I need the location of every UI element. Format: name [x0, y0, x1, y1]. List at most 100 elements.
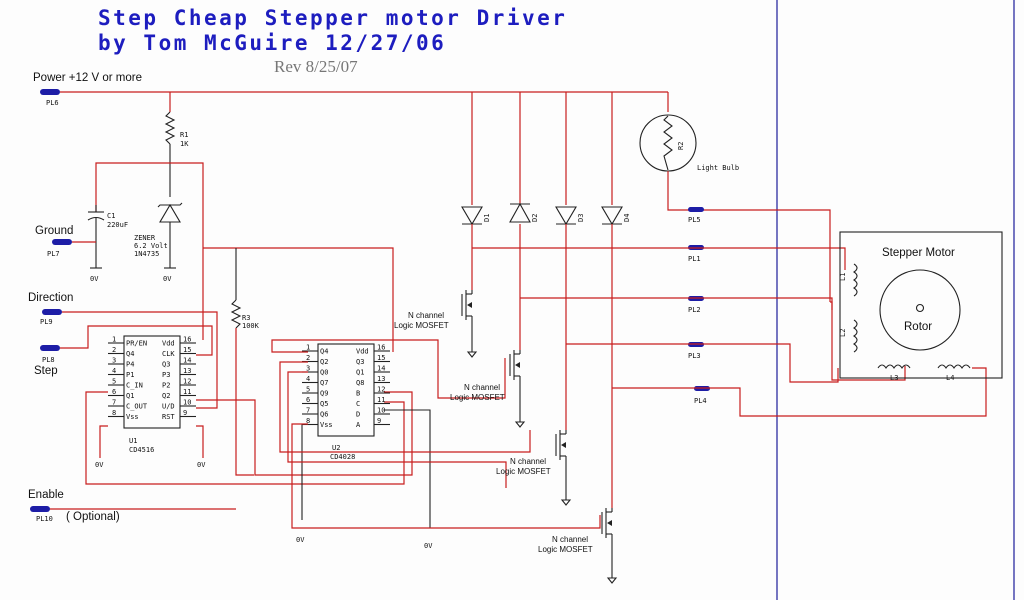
mosfet-3-ground-icon [560, 499, 572, 506]
coil-l4 [937, 364, 971, 369]
u2-pin-8-name: Vss [320, 421, 333, 429]
connector-pl5 [688, 207, 704, 212]
rotor-shaft [915, 303, 925, 313]
u1-pin-6-name: Q1 [126, 392, 134, 400]
u1-pin-6-number: 6 [112, 388, 116, 396]
power-label: Power +12 V or more [33, 72, 142, 84]
connector-pl9 [42, 309, 62, 315]
u2-vdd-net [203, 247, 394, 352]
u2-pin-13-name: Q8 [356, 379, 364, 387]
u1-pin-13-number: 13 [183, 367, 191, 375]
phase-wire-4 [612, 367, 987, 417]
u1-pin-5-number: 5 [112, 378, 116, 386]
direction-label: Direction [28, 292, 73, 304]
u1-pin-1-name: PR/EN [126, 340, 147, 348]
rotor-label: Rotor [904, 321, 932, 333]
ground-label: Ground [35, 225, 73, 237]
u1-pin-12-number: 12 [183, 378, 191, 386]
u1-chip [123, 335, 181, 429]
u2-ov-right: 0V [424, 542, 433, 550]
mosfet-2-ground-icon [514, 421, 526, 428]
mosfet-1-label-2: Logic MOSFET [394, 321, 449, 330]
u1-pin-11-name: Q2 [162, 392, 170, 400]
u1-pin-4-number: 4 [112, 367, 116, 375]
diode-d1-label: D1 [483, 214, 491, 222]
mosfet-2-arrow [515, 362, 520, 368]
u1-pin-8-number: 8 [112, 409, 116, 417]
phase-wire-1 [472, 247, 846, 270]
r1-value: 1K [180, 140, 189, 148]
pl7-label: PL7 [47, 250, 60, 258]
enable-label: Enable [28, 489, 64, 501]
pl8-label: PL8 [42, 356, 55, 364]
u2-pin-13-number: 13 [377, 375, 385, 383]
revision-label: Rev 8/25/07 [274, 57, 358, 76]
pl5-label: PL5 [688, 216, 701, 224]
coil-l1-label: L1 [839, 273, 847, 281]
u1-ov-right: 0V [197, 461, 206, 469]
r3-resistor [230, 299, 242, 329]
zener-label-3: 1N4735 [134, 250, 159, 258]
r1-name: R1 [180, 131, 188, 139]
u1-pin-5-name: C_IN [126, 382, 143, 390]
zener-bar [157, 202, 183, 208]
gate-net-4 [291, 423, 601, 529]
stepper-motor-box [839, 231, 1003, 379]
u1-pin-12-name: P2 [162, 382, 170, 390]
phase-wire-2 [520, 297, 833, 310]
pl9-label: PL9 [40, 318, 53, 326]
u2-pin-7-name: Q6 [320, 411, 328, 419]
u2-pin-3-number: 3 [306, 365, 310, 373]
u2-pin-2-name: Q2 [320, 358, 328, 366]
mosfet-3-label-2: Logic MOSFET [496, 467, 551, 476]
u1-pin-3-name: P4 [126, 361, 134, 369]
mosfet-4-label-1: N channel [552, 535, 588, 544]
connector-pl8 [40, 345, 60, 351]
gate-net-1 [271, 339, 506, 399]
r1-resistor [164, 111, 176, 145]
u2-pin-14-name: Q1 [356, 369, 364, 377]
title-line-1: Step Cheap Stepper motor Driver [98, 6, 567, 30]
pl4-label: PL4 [694, 397, 707, 405]
u1-part: CD4516 [129, 446, 154, 454]
r2-filament [663, 115, 673, 171]
u2-pin-3-name: Q0 [320, 369, 328, 377]
u2-pin-7-number: 7 [306, 407, 310, 415]
diode-d2-label: D2 [531, 214, 539, 222]
u1-pin-16-number: 16 [183, 336, 191, 344]
pl5-net [667, 171, 831, 302]
mosfet-4-ground-icon [606, 577, 618, 584]
c1-ov-label: 0V [90, 275, 99, 283]
u1-pin-10-number: 10 [183, 399, 191, 407]
u2-pin-8-number: 8 [306, 417, 310, 425]
diode-d3-label: D3 [577, 214, 585, 222]
u2-part: CD4028 [330, 453, 355, 461]
c1-plate-bottom [87, 216, 105, 221]
u1-pin-13-name: P3 [162, 371, 170, 379]
r2-name: R2 [677, 142, 685, 150]
u1-rst-wire [196, 425, 204, 458]
u2-pin-5-number: 5 [306, 386, 310, 394]
zener-label-2: 6.2 Volt [134, 242, 168, 250]
mosfet-4-arrow [607, 520, 612, 526]
coil-l4-label: L4 [946, 374, 954, 382]
u1-pin-7-name: C_OUT [126, 403, 148, 411]
u2-chip [317, 343, 375, 437]
pl10-label: PL10 [36, 515, 53, 523]
u1-pin-4-name: P1 [126, 371, 134, 379]
mosfet-3-arrow [561, 442, 566, 448]
u1-vss-wire [99, 425, 108, 458]
mosfet-1-ground-icon [466, 351, 478, 358]
u2-pin-15-name: Q3 [356, 358, 364, 366]
u2-d-wire [384, 409, 431, 528]
connector-pl6 [40, 89, 60, 95]
motor-common-wire [830, 301, 906, 381]
u1-pin-14-name: Q3 [162, 361, 170, 369]
connector-pl10 [30, 506, 50, 512]
coil-l2-label: L2 [839, 329, 847, 337]
c1-value: 220uF [107, 221, 128, 229]
u2-pin-12-number: 12 [377, 386, 385, 394]
